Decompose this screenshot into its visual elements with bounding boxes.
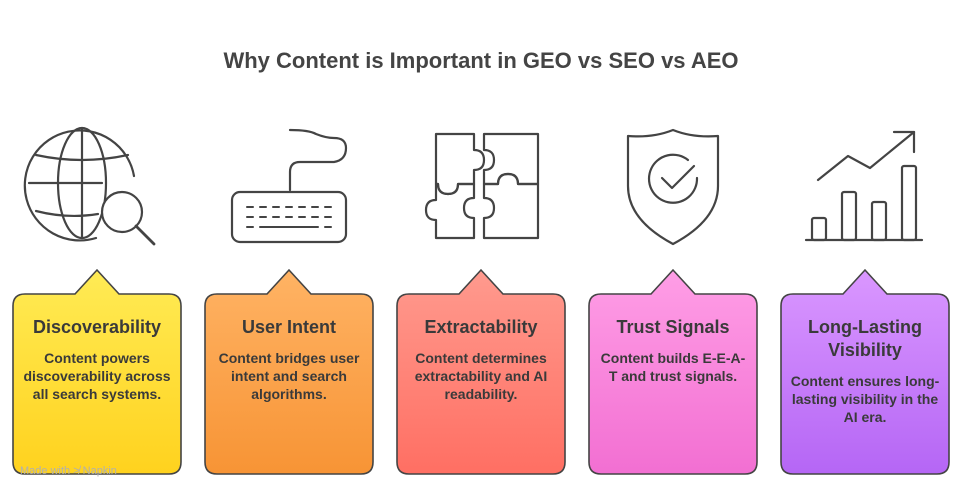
card-title: Long-Lasting Visibility bbox=[808, 317, 922, 360]
page-title: Why Content is Important in GEO vs SEO v… bbox=[223, 48, 739, 73]
card-text: Content ensures long-lasting visibility … bbox=[790, 373, 940, 425]
globe-search-icon bbox=[22, 120, 172, 250]
puzzle-icon bbox=[406, 120, 556, 250]
card-user-intent: User Intent Content bridges user intent … bbox=[204, 268, 374, 475]
card-text: Content determines extractability and AI… bbox=[414, 350, 548, 402]
card-trust-signals: Trust Signals Content builds E-E-A-T and… bbox=[588, 268, 758, 475]
shield-check-icon bbox=[598, 120, 748, 250]
card-discoverability: Discoverability Content powers discovera… bbox=[12, 268, 182, 475]
growth-chart-icon bbox=[790, 120, 940, 250]
card-title: Extractability bbox=[424, 317, 538, 337]
keyboard-icon bbox=[214, 120, 364, 250]
card-extractability: Extractability Content determines extrac… bbox=[396, 268, 566, 475]
watermark: Made with ≯ Napkin bbox=[20, 465, 117, 477]
card-text: Content builds E-E-A-T and trust signals… bbox=[600, 350, 746, 384]
card-text: Content bridges user intent and search a… bbox=[218, 350, 360, 402]
card-title: User Intent bbox=[241, 317, 337, 337]
card-title: Trust Signals bbox=[616, 317, 730, 337]
card-long-lasting-visibility: Long-Lasting Visibility Content ensures … bbox=[780, 268, 950, 475]
card-title: Discoverability bbox=[32, 317, 162, 337]
card-text: Content powers discoverability across al… bbox=[23, 350, 171, 402]
